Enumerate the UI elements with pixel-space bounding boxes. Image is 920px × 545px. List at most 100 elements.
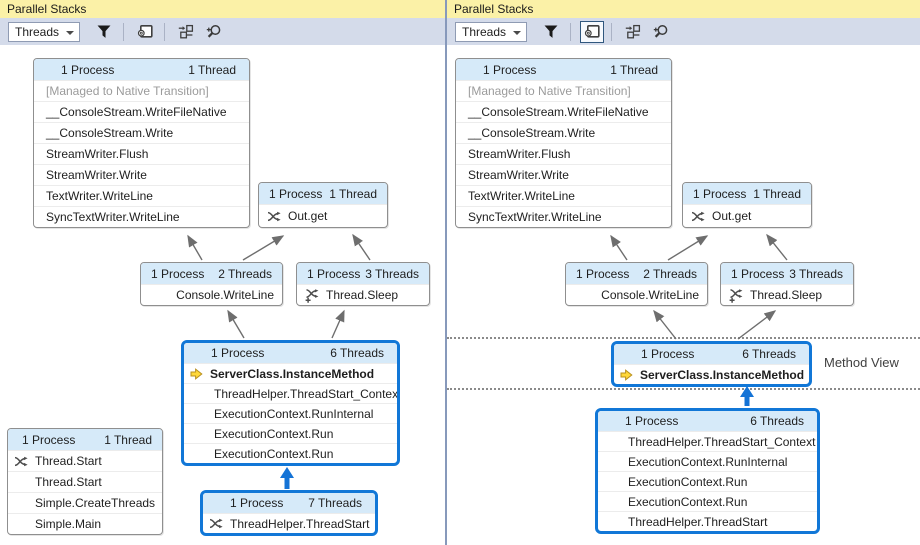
thread-count: 2 Threads (218, 266, 272, 281)
method-view-toggle[interactable] (133, 21, 157, 43)
parallel-stacks-panel-right: Parallel Stacks Threads (447, 0, 920, 545)
stack-frame[interactable]: Simple.Main (8, 513, 162, 534)
stack-box-console-writeline: 1 Process 2 Threads Console.WriteLine (140, 262, 283, 306)
thread-icon (14, 455, 29, 468)
thread-count: 6 Threads (750, 414, 804, 428)
chevron-down-icon (66, 30, 74, 35)
stack-frame[interactable]: Console.WriteLine (566, 284, 707, 305)
stack-frame[interactable]: Thread.Start (8, 450, 162, 471)
parallel-stacks-panel-left: Parallel Stacks Threads (0, 0, 445, 545)
stack-frame[interactable]: [Managed to Native Transition] (456, 80, 671, 101)
process-count: 1 Process (576, 266, 630, 281)
autoscroll-button (621, 21, 645, 43)
thread-count: 1 Thread (188, 62, 236, 77)
stack-frame[interactable]: ThreadHelper.ThreadStart (203, 513, 375, 533)
toolbar-separator (611, 22, 612, 41)
zoom-control-button[interactable] (202, 21, 226, 43)
stack-frame[interactable]: Console.WriteLine (141, 284, 282, 305)
thread-icon (691, 210, 706, 223)
filter-flagged-button[interactable] (92, 21, 116, 43)
stack-frame[interactable]: ExecutionContext.RunInternal (184, 403, 397, 423)
stack-frame[interactable]: ExecutionContext.Run (598, 491, 817, 511)
stack-frame[interactable]: ExecutionContext.RunInternal (598, 451, 817, 471)
stack-frame[interactable]: Thread.Sleep (721, 284, 853, 305)
view-mode-value: Threads (462, 24, 507, 39)
stack-frame[interactable]: SyncTextWriter.WriteLine (34, 206, 249, 227)
stack-box-threadstart: 1 Process 7 Threads ThreadHelper.ThreadS… (200, 490, 378, 536)
thread-count: 1 Thread (753, 186, 801, 201)
stack-box-thread-sleep: 1 Process 3 Threads Thread.Sleep (720, 262, 854, 306)
stack-frame[interactable]: TextWriter.WriteLine (456, 185, 671, 206)
process-count: 1 Process (307, 266, 361, 281)
toolbar: Threads (447, 18, 920, 45)
zoom-control-button[interactable] (649, 21, 673, 43)
stack-box-console-writeline: 1 Process 2 Threads Console.WriteLine (565, 262, 708, 306)
stack-frame[interactable]: __ConsoleStream.WriteFileNative (456, 101, 671, 122)
stack-frame[interactable]: ExecutionContext.Run (184, 443, 397, 463)
magnifier-icon (206, 24, 222, 40)
view-mode-combo[interactable]: Threads (455, 21, 527, 42)
stack-frame[interactable]: StreamWriter.Flush (34, 143, 249, 164)
stack-frame[interactable]: ThreadHelper.ThreadStart_Context (598, 431, 817, 451)
thread-count: 1 Thread (329, 186, 377, 201)
window-title: Parallel Stacks (454, 2, 534, 16)
stack-frame[interactable]: Thread.Start (8, 471, 162, 492)
stack-box-header: 1 Process 6 Threads (184, 343, 397, 363)
stack-box-header: 1 Process 7 Threads (203, 493, 375, 513)
stack-box-header: 1 Process 1 Thread (456, 59, 671, 80)
stack-frame[interactable]: StreamWriter.Write (456, 164, 671, 185)
stack-frame[interactable]: ExecutionContext.Run (184, 423, 397, 443)
stack-frame[interactable]: __ConsoleStream.Write (456, 122, 671, 143)
stack-box-header: 1 Process 2 Threads (141, 263, 282, 284)
stack-frame[interactable]: ExecutionContext.Run (598, 471, 817, 491)
thread-icon (209, 517, 224, 530)
magnifier-icon (653, 24, 669, 40)
stack-frame[interactable]: [Managed to Native Transition] (34, 80, 249, 101)
stack-frame[interactable]: __ConsoleStream.Write (34, 122, 249, 143)
stack-frame[interactable]: Out.get (683, 204, 811, 227)
stack-box-threadstart-callers: 1 Process 6 Threads ThreadHelper.ThreadS… (595, 408, 820, 534)
stack-frame[interactable]: StreamWriter.Write (34, 164, 249, 185)
autoscroll-icon (625, 24, 641, 40)
current-frame-arrow-icon (620, 369, 633, 381)
stack-frame[interactable]: SyncTextWriter.WriteLine (456, 206, 671, 227)
method-view-toggle[interactable] (580, 20, 604, 43)
stack-frame[interactable]: ThreadHelper.ThreadStart (598, 511, 817, 531)
current-stack-frame[interactable]: ServerClass.InstanceMethod (184, 363, 397, 383)
stack-box-header: 1 Process 1 Thread (259, 183, 387, 204)
stack-frame[interactable]: TextWriter.WriteLine (34, 185, 249, 206)
stack-box-thread-sleep: 1 Process 3 Threads Thread.Sleep (296, 262, 430, 306)
process-count: 1 Process (230, 496, 284, 510)
stack-frame[interactable]: __ConsoleStream.WriteFileNative (34, 101, 249, 122)
stack-box-header: 1 Process 1 Thread (34, 59, 249, 80)
autoscroll-button[interactable] (174, 21, 198, 43)
stack-box-header: 1 Process 1 Thread (8, 429, 162, 450)
panel-divider[interactable] (445, 0, 447, 545)
stack-frame[interactable]: ThreadHelper.ThreadStart_Context (184, 383, 397, 403)
method-view-label: Method View (824, 355, 899, 370)
thread-count: 6 Threads (330, 346, 384, 360)
stack-box-header: 1 Process 6 Threads (598, 411, 817, 431)
thread-count: 2 Threads (643, 266, 697, 281)
stack-box-out-get: 1 Process 1 Thread Out.get (258, 182, 388, 228)
thread-count: 1 Thread (104, 432, 152, 447)
process-count: 1 Process (483, 62, 537, 77)
current-stack-frame[interactable]: ServerClass.InstanceMethod (614, 364, 809, 384)
process-count: 1 Process (693, 186, 747, 201)
view-mode-combo[interactable]: Threads (8, 21, 80, 42)
stack-box-method-view: 1 Process 6 Threads ServerClass.Instance… (611, 341, 812, 387)
view-mode-value: Threads (15, 24, 60, 39)
funnel-icon (97, 25, 111, 39)
process-count: 1 Process (731, 266, 785, 281)
stack-frame[interactable]: Out.get (259, 204, 387, 227)
stack-box-header: 1 Process 3 Threads (721, 263, 853, 284)
method-view-boundary-top (447, 337, 920, 339)
thread-count: 3 Threads (789, 266, 843, 281)
stack-frame[interactable]: Thread.Sleep (297, 284, 429, 305)
stack-frame[interactable]: StreamWriter.Flush (456, 143, 671, 164)
stack-frame[interactable]: Simple.CreateThreads (8, 492, 162, 513)
chevron-down-icon (513, 30, 521, 35)
filter-flagged-button[interactable] (539, 21, 563, 43)
toolbar-separator (123, 22, 124, 41)
process-count: 1 Process (641, 347, 695, 361)
